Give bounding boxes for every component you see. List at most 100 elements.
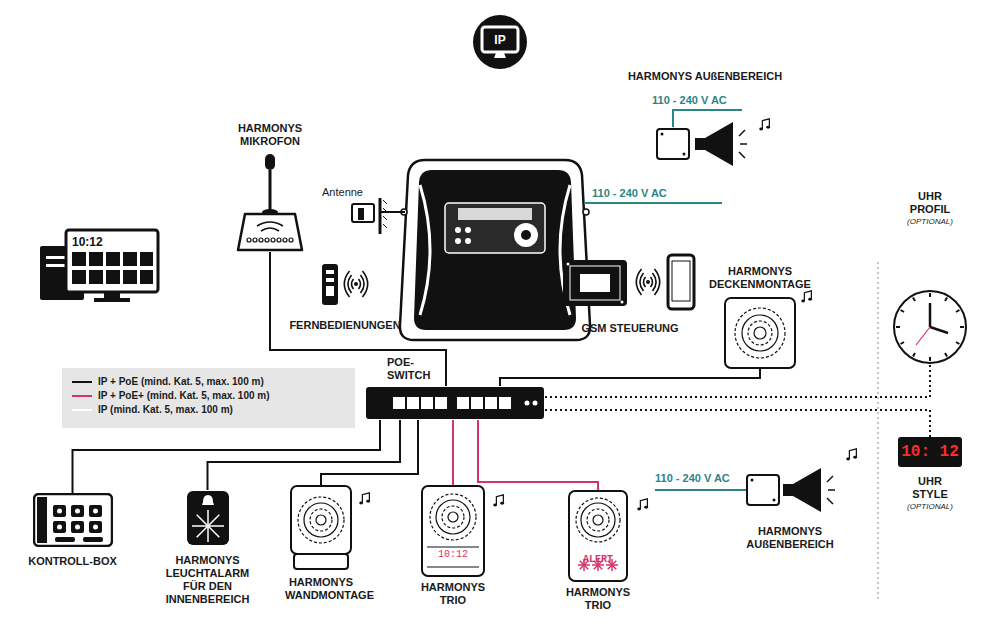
graphic-part [545, 365, 930, 397]
device-label: HARMONYS LEUCHTALARM FÜR DEN INNENBEREIC… [155, 554, 260, 606]
graphic-part [442, 506, 464, 528]
graphic-part [445, 203, 545, 253]
graphic-part [140, 252, 153, 266]
graphic-part [208, 525, 224, 527]
device-icon [290, 485, 352, 571]
graphic-part [37, 497, 47, 543]
display-text: 10:12 [423, 549, 483, 561]
label-group: HARMONYS AUßENBEREICH [740, 525, 840, 551]
graphic-part [83, 537, 103, 542]
graphic-part [326, 286, 334, 296]
device-icon [892, 289, 968, 365]
device-label: HARMONYS WANDMONTAGE [285, 576, 357, 602]
graphic-part [500, 369, 760, 386]
graphic-part [742, 315, 778, 351]
graphic-part [186, 490, 230, 546]
graphic-part [567, 263, 570, 266]
graphic-part [916, 327, 930, 345]
graphic-part [383, 200, 387, 204]
separator [877, 262, 879, 600]
graphic-part [583, 209, 589, 215]
network-cable [208, 420, 401, 490]
graphic-part [380, 211, 405, 213]
graphic-part [581, 503, 615, 537]
label-group: FERNBEDIENUNGEN [285, 319, 405, 332]
graphic-part [73, 420, 381, 493]
graphic-part [493, 495, 504, 507]
power-line [584, 202, 722, 204]
graphic-part [747, 475, 779, 505]
graphic-part [202, 495, 214, 505]
graphic-part [33, 493, 113, 547]
graphic-part [913, 298, 915, 301]
graphic-part [208, 526, 219, 537]
graphic-part [621, 301, 624, 304]
graphic-part [393, 397, 405, 409]
graphic-part [270, 252, 446, 386]
device-node: HARMONYS WANDMONTAGE [285, 485, 357, 602]
device-icon [320, 262, 370, 307]
graphic-part [265, 154, 275, 170]
graphic-part [291, 486, 351, 554]
graphic-part [72, 252, 153, 284]
graphic-part [828, 489, 835, 491]
device-label: HARMONYS AUßENBEREICH [625, 70, 785, 83]
graphic-part [471, 397, 483, 409]
graphic-part [196, 526, 207, 537]
label-group: HARMONYS WANDMONTAGE [285, 576, 357, 602]
graphic-part [478, 420, 598, 490]
graphic-part [290, 485, 352, 571]
graphic-part [363, 271, 368, 297]
label-group: GSM STEUERUNG [560, 322, 700, 335]
graphic-part [740, 143, 747, 145]
graphic-part [89, 521, 102, 533]
graphic-part [739, 130, 745, 136]
graphic-part [651, 277, 653, 287]
graphic-part [427, 567, 479, 568]
graphic-part [422, 486, 484, 576]
graphic-part [358, 208, 364, 220]
graphic-part [326, 278, 334, 282]
label-group: HARMONYS TRIO [420, 581, 486, 607]
graphic-part [277, 238, 281, 242]
graphic-part [901, 342, 904, 344]
device-icon [33, 493, 113, 547]
voltage-label: 110 - 240 V AC [655, 472, 730, 485]
graphic-part [894, 291, 966, 363]
voltage-label: 110 - 240 V AC [592, 187, 667, 200]
graphic-part [57, 525, 62, 530]
graphic-part [265, 238, 269, 242]
device-label: HARMONYS AUßENBEREICH [740, 525, 840, 551]
graphic-part [196, 515, 207, 526]
graphic-part [521, 230, 531, 240]
graphic-part [435, 397, 447, 409]
network-cable [270, 252, 446, 386]
graphic-part [655, 122, 755, 172]
graphic-part [455, 227, 461, 233]
graphic-part [261, 228, 279, 231]
graphic-part [892, 289, 968, 365]
graphic-part [646, 280, 650, 284]
device-label: GSM STEUERUNG [560, 322, 700, 335]
graphic-part [359, 279, 361, 289]
device-label: UHR STYLE [904, 475, 956, 501]
graphic-part [653, 273, 657, 291]
graphic-part [55, 537, 75, 542]
device-label: UHR PROFIL [904, 190, 956, 216]
network-cable [545, 365, 930, 397]
graphic-part [123, 270, 137, 284]
graphic-part [71, 505, 84, 517]
legend-sample [72, 381, 92, 383]
graphic-part [499, 397, 511, 409]
label-group: KONTROLL-BOX [20, 555, 125, 568]
device-node: HARMONYS AUßENBEREICH [735, 462, 845, 551]
graphic-part [783, 468, 821, 512]
graphic-part [53, 505, 66, 517]
graphic-part [801, 291, 812, 303]
graphic-part [321, 420, 418, 485]
graphic-part [759, 119, 770, 131]
graphic-part [644, 277, 646, 287]
note-text: (OPTIONAL) [904, 216, 956, 227]
device-node: KONTROLL-BOX [20, 493, 125, 568]
